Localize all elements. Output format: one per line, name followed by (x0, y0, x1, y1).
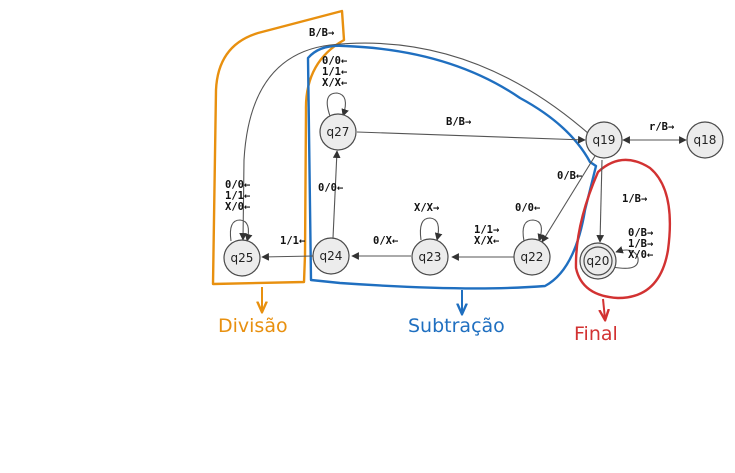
label-q19-q22: 0/B← (557, 170, 582, 182)
state-q25-label: q25 (231, 251, 254, 265)
loop-q23 (419, 217, 443, 241)
label-q19-q25: B/B→ (309, 27, 334, 39)
subtraction-group-outline (306, 44, 598, 290)
label-q20-loop-3: X/0← (628, 249, 653, 261)
loop-q27 (326, 92, 349, 117)
label-q20-loop-1: 0/B→ (628, 227, 653, 239)
label-q22-q23-2: X/X← (474, 235, 499, 247)
edge-q27-q19 (356, 131, 586, 144)
label-q20-loop-2: 1/B→ (628, 238, 653, 250)
state-q27-label: q27 (327, 125, 350, 139)
state-q19[interactable]: q19 (585, 121, 623, 159)
label-q25-loop-3: X/0← (225, 201, 250, 213)
label-q25-loop-1: 0/0← (225, 179, 250, 191)
loop-q25 (229, 219, 253, 242)
state-q22-label: q22 (521, 250, 544, 264)
edge-q19-q20 (596, 159, 605, 243)
state-q23[interactable]: q23 (411, 238, 449, 276)
label-q25-loop-2: 1/1← (225, 190, 250, 202)
edge-q24-q27 (332, 150, 341, 239)
state-q22[interactable]: q22 (513, 238, 551, 276)
state-q24[interactable]: q24 (312, 237, 350, 275)
state-q24-label: q24 (320, 249, 343, 263)
edge-q19-q22 (541, 155, 596, 243)
state-q23-label: q23 (419, 250, 442, 264)
label-q27-loop-2: 1/1← (322, 66, 347, 78)
state-q18[interactable]: q18 (686, 121, 724, 159)
final-group-outline (574, 158, 672, 300)
final-group-label: Final (574, 323, 618, 345)
state-q18-label: q18 (694, 133, 717, 147)
label-q24-q25: 1/1← (280, 235, 305, 247)
loop-q20 (612, 246, 639, 269)
label-q19-q18: r/B→ (649, 121, 674, 133)
label-q23-loop: X/X→ (414, 202, 439, 214)
label-q22-loop: 0/0← (515, 202, 540, 214)
label-q27-q19: B/B→ (446, 116, 471, 128)
state-q20-accepting[interactable]: q20 (579, 242, 617, 280)
label-q22-q23-1: 1/1→ (474, 224, 499, 236)
edge-q24-q25 (261, 253, 314, 261)
state-q19-label: q19 (593, 133, 616, 147)
label-q23-q24: 0/X← (373, 235, 398, 247)
state-q20-label: q20 (587, 254, 610, 268)
label-q27-loop-3: X/X← (322, 77, 347, 89)
state-q25[interactable]: q25 (223, 239, 261, 277)
subtraction-group-label: Subtração (408, 315, 505, 337)
division-group-outline (211, 9, 346, 286)
edge-q19-q25 (239, 42, 590, 241)
loop-q22 (522, 219, 545, 242)
label-q27-loop-1: 0/0← (322, 55, 347, 67)
label-q19-q20: 1/B→ (622, 193, 647, 205)
state-q27[interactable]: q27 (319, 113, 357, 151)
label-q24-q27: 0/0← (318, 182, 343, 194)
final-group-arrow (603, 298, 605, 319)
division-group-label: Divisão (218, 315, 288, 337)
